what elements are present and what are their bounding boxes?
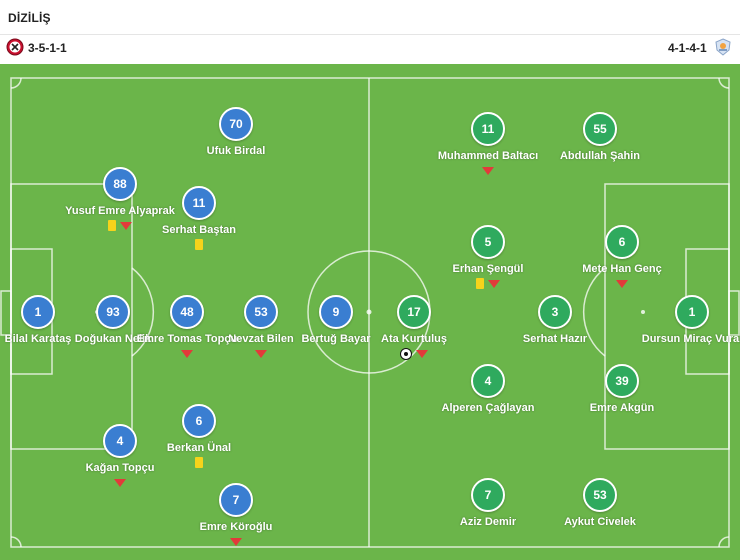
player-number: 53 [244,295,278,329]
player-number: 39 [605,364,639,398]
player-number: 1 [21,295,55,329]
player-name: Ata Kurtuluş [381,333,447,345]
away-formation: 4-1-4-1 [668,41,707,55]
yellow-card-icon [476,278,484,290]
substitution-out-icon [181,349,193,358]
player-name: Aziz Demir [459,516,517,528]
player-number: 88 [103,167,137,201]
player-number: 1 [675,295,709,329]
player-name: Serhat Hazır [522,333,588,345]
substitution-out-icon [416,350,428,358]
player-name: Dursun Miraç Vural [641,333,740,345]
yellow-card-icon [195,457,203,469]
player-name: Doğukan Nelik [74,333,152,345]
player-events [159,239,239,251]
yellow-card-icon [108,220,116,232]
yellow-card-icon [195,239,203,251]
player-events [221,348,301,360]
player-number: 48 [170,295,204,329]
player-name: Abdullah Şahin [559,150,641,162]
player-name: Ufuk Birdal [206,145,266,157]
substitution-out-icon [488,279,500,288]
player-name: Kağan Topçu [85,462,155,474]
player-name: Emre Tomas Topçu [136,333,238,345]
substitution-out-icon [482,166,494,175]
player-events [147,348,227,360]
player-number: 9 [319,295,353,329]
away-team-crest-icon [715,38,731,56]
player-number: 17 [397,295,431,329]
formation-bar: 3-5-1-1 4-1-4-1 [0,34,740,62]
player-events [80,220,160,232]
player-events [448,278,528,290]
player-number: 11 [471,112,505,146]
player-number: 7 [219,483,253,517]
lineup-header: DİZİLİŞ [0,0,740,35]
player-name: Muhammed Baltacı [437,150,539,162]
player-events [196,536,276,548]
player-events [448,165,528,177]
player-number: 11 [182,186,216,220]
player-name: Berkan Ünal [166,442,232,454]
player-name: Mete Han Genç [582,263,662,275]
player-number: 4 [103,424,137,458]
player-number: 5 [471,225,505,259]
player-name: Yusuf Emre Alyaprak [65,205,175,217]
player-number: 93 [96,295,130,329]
home-team-crest-icon [6,38,24,56]
home-formation: 3-5-1-1 [28,41,67,55]
player-events [80,477,160,489]
player-number: 70 [219,107,253,141]
player-name: Aykut Civelek [564,516,636,528]
player-name: Emre Akgün [589,402,655,414]
player-number: 7 [471,478,505,512]
player-events [159,457,239,469]
player-number: 3 [538,295,572,329]
player-name: Serhat Baştan [162,224,236,236]
section-title: DİZİLİŞ [8,11,51,25]
substitution-out-icon [616,279,628,288]
player-name: Bertuğ Bayar [301,333,371,345]
player-name: Bilal Karataş [4,333,72,345]
player-events [582,278,662,290]
player-number: 53 [583,478,617,512]
substitution-out-icon [114,478,126,487]
player-events [374,348,454,360]
substitution-out-icon [120,221,132,230]
player-number: 6 [182,404,216,438]
player-name: Alperen Çağlayan [441,402,535,414]
player-number: 6 [605,225,639,259]
substitution-out-icon [230,537,242,546]
player-name: Nevzat Bilen [228,333,294,345]
goal-ball-icon [400,348,412,360]
player-name: Erhan Şengül [452,263,524,275]
player-name: Emre Köroğlu [199,521,273,533]
player-number: 55 [583,112,617,146]
substitution-out-icon [255,349,267,358]
player-number: 4 [471,364,505,398]
